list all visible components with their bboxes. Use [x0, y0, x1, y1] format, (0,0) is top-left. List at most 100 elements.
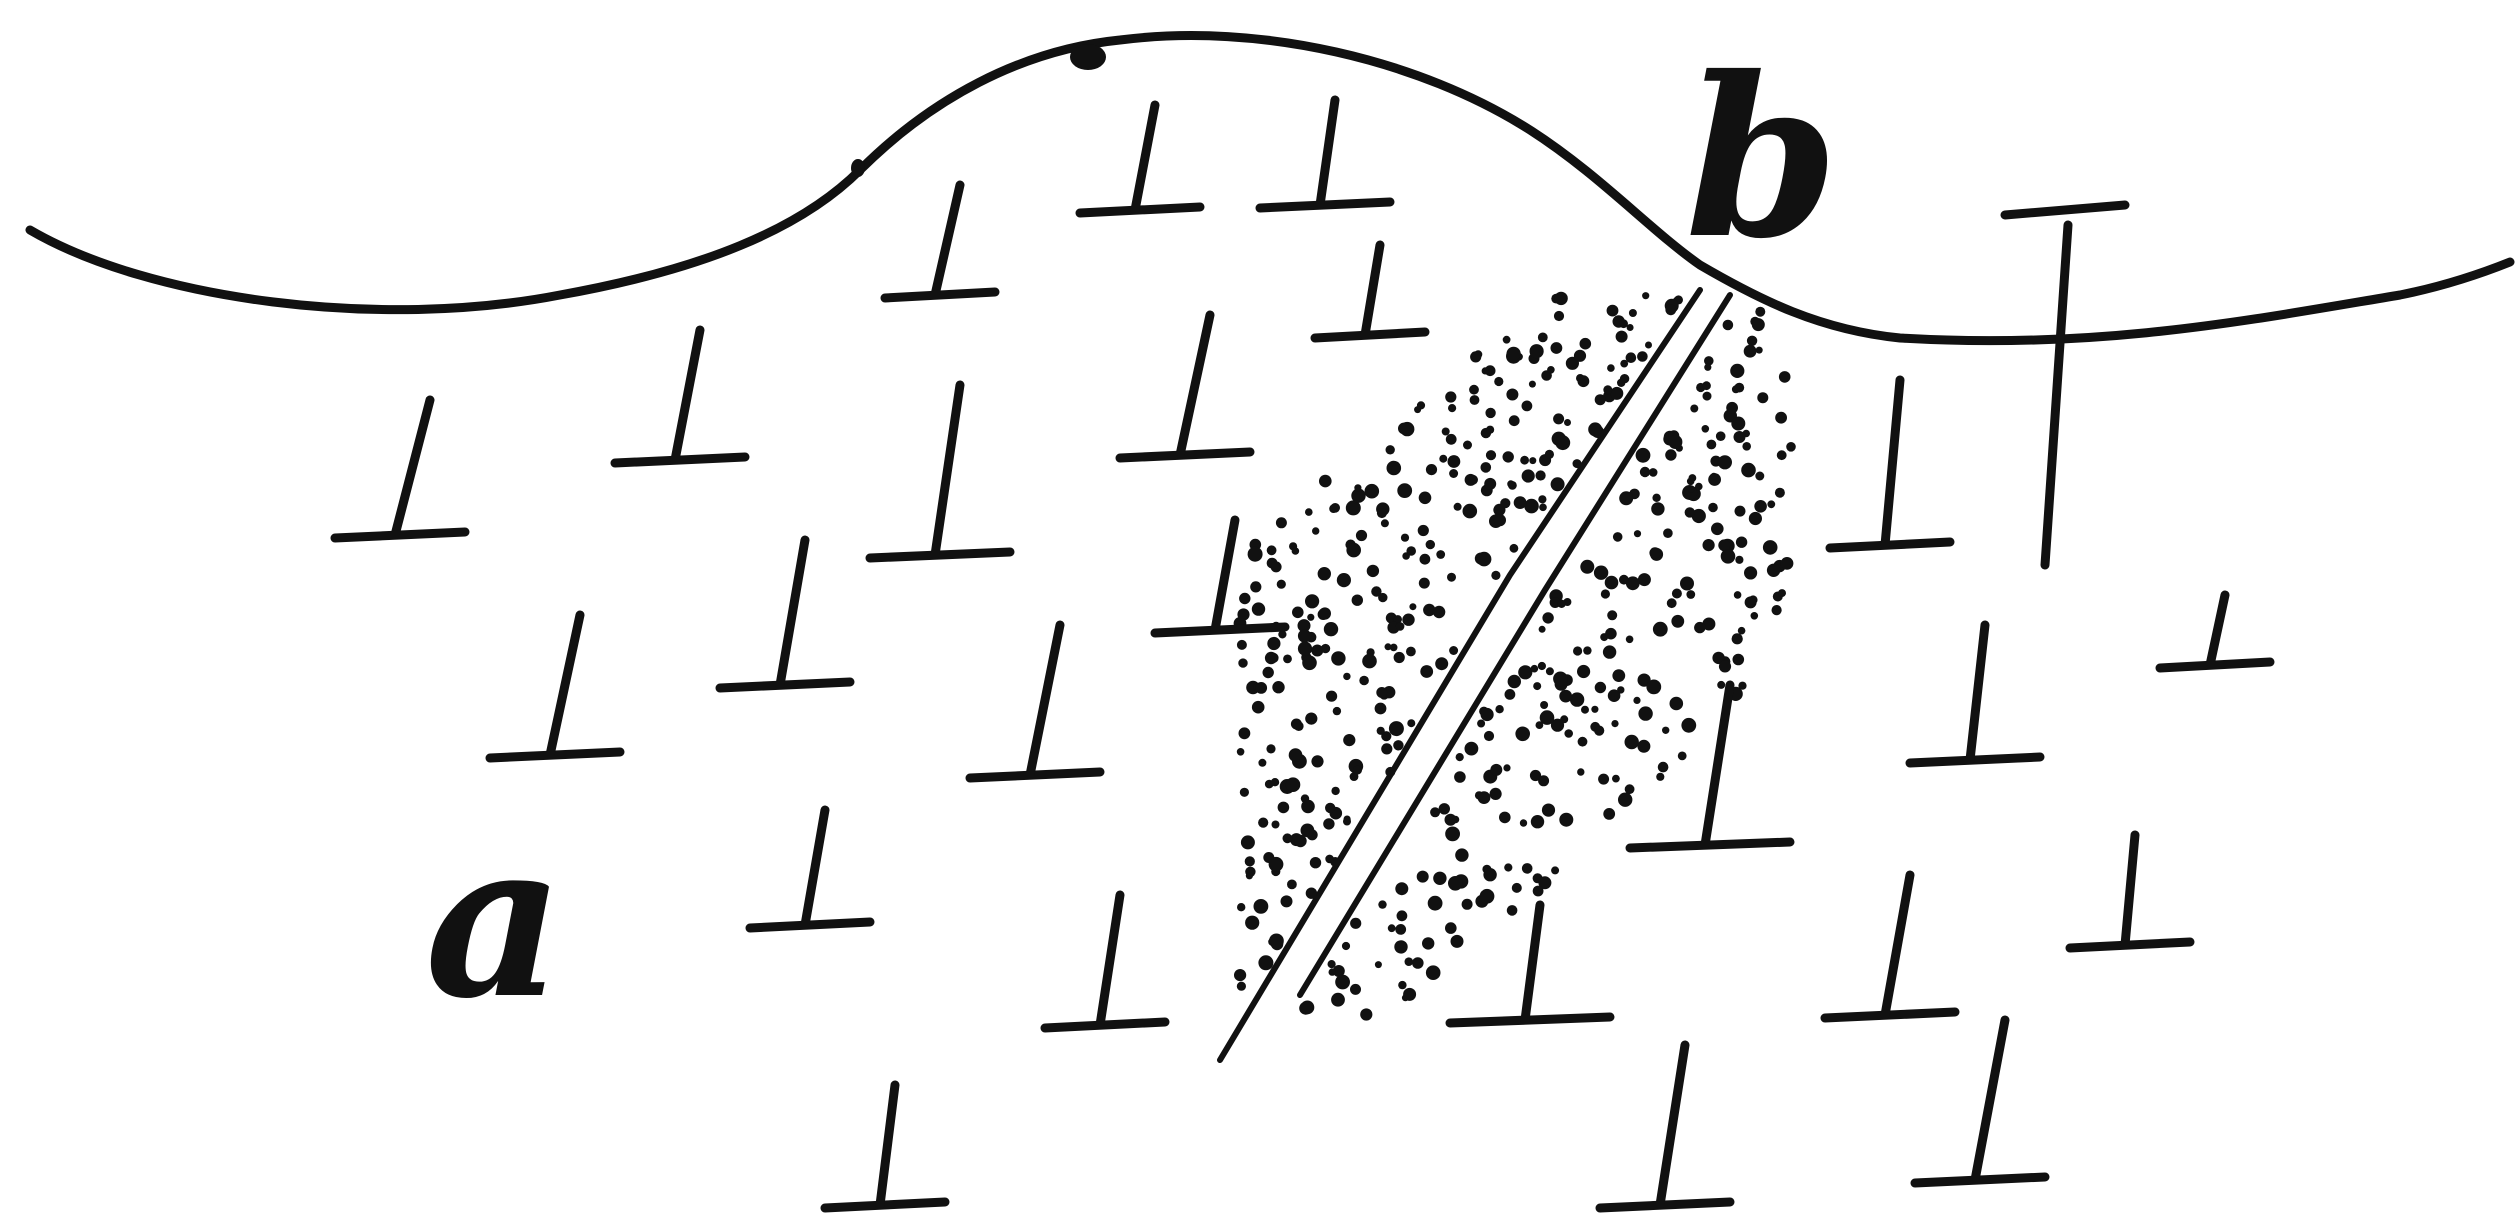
stipple-dot: [1555, 435, 1570, 450]
stipple-dot: [1335, 975, 1350, 990]
stipple-dot: [1426, 965, 1441, 980]
stipple-dot: [1419, 578, 1430, 589]
stipple-dot: [1542, 804, 1555, 817]
stipple-dot: [1757, 392, 1768, 403]
stipple-dot: [1581, 706, 1589, 714]
stipple-dot: [1319, 607, 1331, 619]
stipple-dot: [1651, 502, 1664, 515]
stipple-dot: [1512, 883, 1522, 893]
surface-blob: [851, 159, 865, 177]
stipple-dot: [1286, 777, 1301, 792]
stipple-dot: [1246, 872, 1253, 879]
stipple-dot: [1269, 857, 1284, 872]
stipple-dot: [1245, 916, 1259, 930]
stipple-dot: [1690, 405, 1698, 413]
stipple-dot: [1263, 667, 1274, 678]
stipple-dot: [1504, 863, 1512, 871]
stipple-dot: [1507, 480, 1514, 487]
stipple-dot: [1554, 311, 1564, 321]
stipple-dot: [1681, 718, 1696, 733]
stipple-dot: [1702, 381, 1711, 390]
stipple-dot: [1734, 591, 1742, 599]
granite-symbol: [750, 810, 870, 928]
stipple-dot: [1506, 389, 1518, 401]
granite-symbol: [1315, 245, 1425, 338]
stipple-dot: [1354, 484, 1361, 491]
stipple-dot: [1278, 802, 1290, 814]
stipple-dot: [1271, 561, 1282, 572]
stipple-dot: [1283, 833, 1293, 843]
stipple-dot: [1723, 320, 1734, 331]
stipple-dot: [1248, 547, 1263, 562]
stipple-dot: [1305, 508, 1313, 516]
stipple-dot: [1707, 440, 1717, 450]
stipple-dot: [1719, 660, 1731, 672]
stipple-dot: [1386, 445, 1395, 454]
stipple-dot: [1625, 735, 1639, 749]
stipple-dot: [1503, 451, 1514, 462]
stipple-dot: [1391, 465, 1399, 473]
stipple-dot: [1530, 344, 1544, 358]
stipple-dot: [1283, 655, 1292, 664]
stipple-dot: [1708, 503, 1718, 513]
stipple-dot: [1252, 602, 1265, 615]
stipple-dot: [1330, 503, 1340, 513]
stipple-dot: [1508, 675, 1521, 688]
stipple-dot: [1610, 387, 1623, 400]
granite-symbol: [1120, 315, 1250, 458]
stipple-dot: [1638, 706, 1652, 720]
stipple-dot: [1439, 455, 1447, 463]
granite-symbol: [1630, 685, 1790, 848]
stipple-dot: [1463, 504, 1478, 519]
stipple-dot: [1756, 347, 1763, 354]
stipple-dot: [1298, 629, 1311, 642]
stipple-dot: [1613, 532, 1623, 542]
stipple-dot: [1331, 787, 1339, 795]
stipple-dot: [1396, 622, 1405, 631]
stipple-dot: [1540, 701, 1548, 709]
stipple-dot: [1447, 573, 1456, 582]
stipple-dot: [1686, 590, 1695, 599]
stipple-dot: [1352, 595, 1363, 606]
stipple-dot: [1258, 818, 1268, 828]
stipple-dot: [1671, 615, 1684, 628]
stipple-dot: [1343, 818, 1351, 826]
stipple-dot: [1509, 415, 1520, 426]
stipple-dot: [1277, 580, 1286, 589]
stipple-dot: [1553, 413, 1564, 424]
stipple-dot: [1266, 744, 1275, 753]
stipple-dot: [1319, 475, 1332, 488]
stipple-dot: [1245, 856, 1255, 866]
stipple-dot: [1481, 708, 1494, 721]
stipple-dot: [1603, 385, 1612, 394]
stipple-dot: [1342, 942, 1350, 950]
stipple-dot: [1470, 351, 1481, 362]
stipple-dot: [1494, 514, 1506, 526]
stipple-dot: [1323, 818, 1334, 829]
stipple-dot: [1520, 819, 1527, 826]
stipple-dot: [1439, 803, 1450, 814]
stipple-dot: [1786, 442, 1796, 452]
stipple-dot: [1426, 540, 1435, 549]
stipple-dot: [1533, 682, 1541, 690]
stipple-dot: [1276, 517, 1287, 528]
stipple-dot: [1422, 937, 1434, 949]
stipple-dot: [1767, 564, 1780, 577]
stipple-dot: [1730, 364, 1744, 378]
stipple-dot: [1656, 773, 1664, 781]
stipple-dot: [1645, 342, 1652, 349]
stipple-dot: [1250, 581, 1261, 592]
stipple-dot: [1633, 697, 1640, 704]
stipple-dot: [1605, 628, 1617, 640]
granite-symbol: [1830, 380, 1950, 548]
stipple-dot: [1607, 364, 1615, 372]
stipple-dot: [1331, 651, 1345, 665]
stipple-dot: [1595, 682, 1606, 693]
stipple-dot: [1433, 872, 1446, 885]
stipple-dot: [1234, 969, 1246, 981]
stipple-dot: [1350, 918, 1361, 929]
stipple-dot: [1465, 742, 1479, 756]
stipple-dot: [1394, 652, 1405, 663]
stipple-dot: [1289, 748, 1303, 762]
stipple-dot: [1580, 338, 1592, 350]
